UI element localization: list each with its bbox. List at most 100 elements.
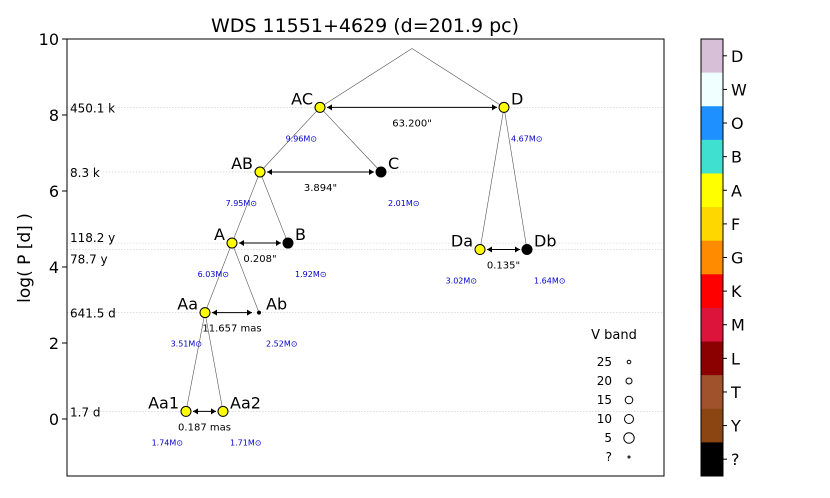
separation-label: 0.187 mas xyxy=(178,422,231,433)
vband-entry-label: 5 xyxy=(604,431,612,445)
arrow-head-left xyxy=(193,408,198,415)
hierarchy-edge xyxy=(231,242,260,313)
component-label: A xyxy=(214,225,225,244)
colorbar-label: D xyxy=(731,47,743,66)
colorbar-segment xyxy=(701,307,723,343)
hierarchy-edge xyxy=(185,312,206,412)
period-label: 1.7 d xyxy=(70,405,101,419)
mass-label: 1.64M⊙ xyxy=(534,277,565,286)
arrow-head-left xyxy=(212,309,217,316)
arrow-head-left xyxy=(327,104,332,111)
hierarchy-edge xyxy=(319,48,413,108)
hierarchy-edge xyxy=(259,171,289,244)
component-label: B xyxy=(295,225,306,244)
component-label: Ab xyxy=(266,295,287,314)
y-tick-label: 8 xyxy=(49,106,59,125)
vband-entry-label: 15 xyxy=(597,393,612,407)
y-axis-label: log( P [d] ) xyxy=(15,213,35,303)
separation-label: 63.200" xyxy=(392,118,432,129)
separation-label: 3.894" xyxy=(304,183,337,194)
mass-label: 6.03M⊙ xyxy=(198,270,229,279)
vband-marker xyxy=(627,455,631,459)
period-labels: 450.1 k 8.3 k 118.2 y 78.7 y 641.5 d 1.7 d xyxy=(70,101,116,419)
component-label: Aa xyxy=(177,295,198,314)
colorbar-segment xyxy=(701,408,723,443)
y-tick-label: 10 xyxy=(39,30,59,49)
colorbar-segment xyxy=(701,375,723,410)
colorbar-label: O xyxy=(731,114,744,133)
star-marker xyxy=(521,244,533,256)
hierarchy-edge xyxy=(231,171,261,244)
colorbar-segment xyxy=(701,442,723,477)
separation-label: 11.657 mas xyxy=(202,324,261,335)
colorbar-segment xyxy=(701,106,723,141)
y-tick-label: 2 xyxy=(49,334,59,353)
mass-label: 1.92M⊙ xyxy=(295,270,326,279)
colorbar-label: A xyxy=(731,181,742,200)
component-label: AC xyxy=(291,89,313,108)
arrow-head-left xyxy=(487,246,492,253)
vband-marker xyxy=(623,432,635,444)
period-label: 641.5 d xyxy=(70,307,116,321)
mass-label: 2.52M⊙ xyxy=(266,340,297,349)
colorbar-label: T xyxy=(730,383,741,402)
period-label: 118.2 y xyxy=(70,231,115,245)
hierarchy-edges xyxy=(185,48,528,412)
arrow-head-right xyxy=(247,309,252,316)
mass-label: 1.74M⊙ xyxy=(152,438,183,447)
colorbar-label: ? xyxy=(731,450,740,469)
colorbar-label: F xyxy=(731,215,740,234)
hierarchy-edge xyxy=(204,312,224,412)
component-label: Da xyxy=(451,232,473,251)
period-label: 78.7 y xyxy=(70,253,108,267)
y-tick-label: 6 xyxy=(49,182,59,201)
colorbar-label: B xyxy=(731,148,742,167)
period-gridlines xyxy=(67,107,664,412)
period-label: 8.3 k xyxy=(70,166,100,180)
hierarchy-edge xyxy=(204,242,233,313)
component-label: C xyxy=(388,154,399,173)
mass-label: 2.01M⊙ xyxy=(388,199,419,208)
mass-label: 3.51M⊙ xyxy=(171,340,202,349)
vband-entry-label: 25 xyxy=(597,355,612,369)
vband-marker xyxy=(624,395,634,405)
plot-frame xyxy=(66,38,665,477)
colorbar-label: K xyxy=(731,282,742,301)
arrow-head-left xyxy=(267,169,272,175)
component-label: D xyxy=(511,89,523,108)
hierarchy-edge xyxy=(259,107,321,173)
component-label: Aa2 xyxy=(230,393,261,412)
star-marker xyxy=(375,166,387,178)
mass-label: 1.71M⊙ xyxy=(230,438,261,447)
period-label: 450.1 k xyxy=(70,101,115,115)
mass-label: 7.95M⊙ xyxy=(226,199,257,208)
star-marker xyxy=(314,101,326,113)
vband-entry-label: 20 xyxy=(597,374,612,388)
colorbar-segment xyxy=(701,341,723,376)
star-nodes: AC9.96M⊙D4.67M⊙AB7.95M⊙C2.01M⊙A6.03M⊙B1.… xyxy=(148,89,565,447)
hierarchy-edge xyxy=(319,107,382,173)
hierarchy-edge xyxy=(479,107,505,250)
colorbar-frame xyxy=(700,38,724,477)
star-marker xyxy=(217,405,229,417)
colorbar-segment xyxy=(701,207,723,242)
y-tick-label: 4 xyxy=(49,258,59,277)
separation-label: 0.208" xyxy=(243,254,276,265)
colorbar-segment xyxy=(701,274,723,309)
pair-separations: 63.200"3.894"0.208"0.135"11.657 mas0.187… xyxy=(178,104,520,433)
hierarchy-edge xyxy=(411,48,505,108)
y-tick-label: 0 xyxy=(49,410,59,429)
vband-title: V band xyxy=(591,328,637,343)
mass-label: 3.02M⊙ xyxy=(446,277,477,286)
y-axis-ticks: 0 2 4 6 8 10 xyxy=(39,30,67,429)
colorbar-label: Y xyxy=(730,417,741,436)
colorbar-label: G xyxy=(731,249,743,268)
colorbar-segment xyxy=(701,173,723,208)
star-marker xyxy=(257,310,261,315)
vband-marker xyxy=(626,359,632,365)
colorbar-label: L xyxy=(731,349,740,368)
colorbar-segment xyxy=(701,240,723,275)
component-label: AB xyxy=(231,154,253,173)
